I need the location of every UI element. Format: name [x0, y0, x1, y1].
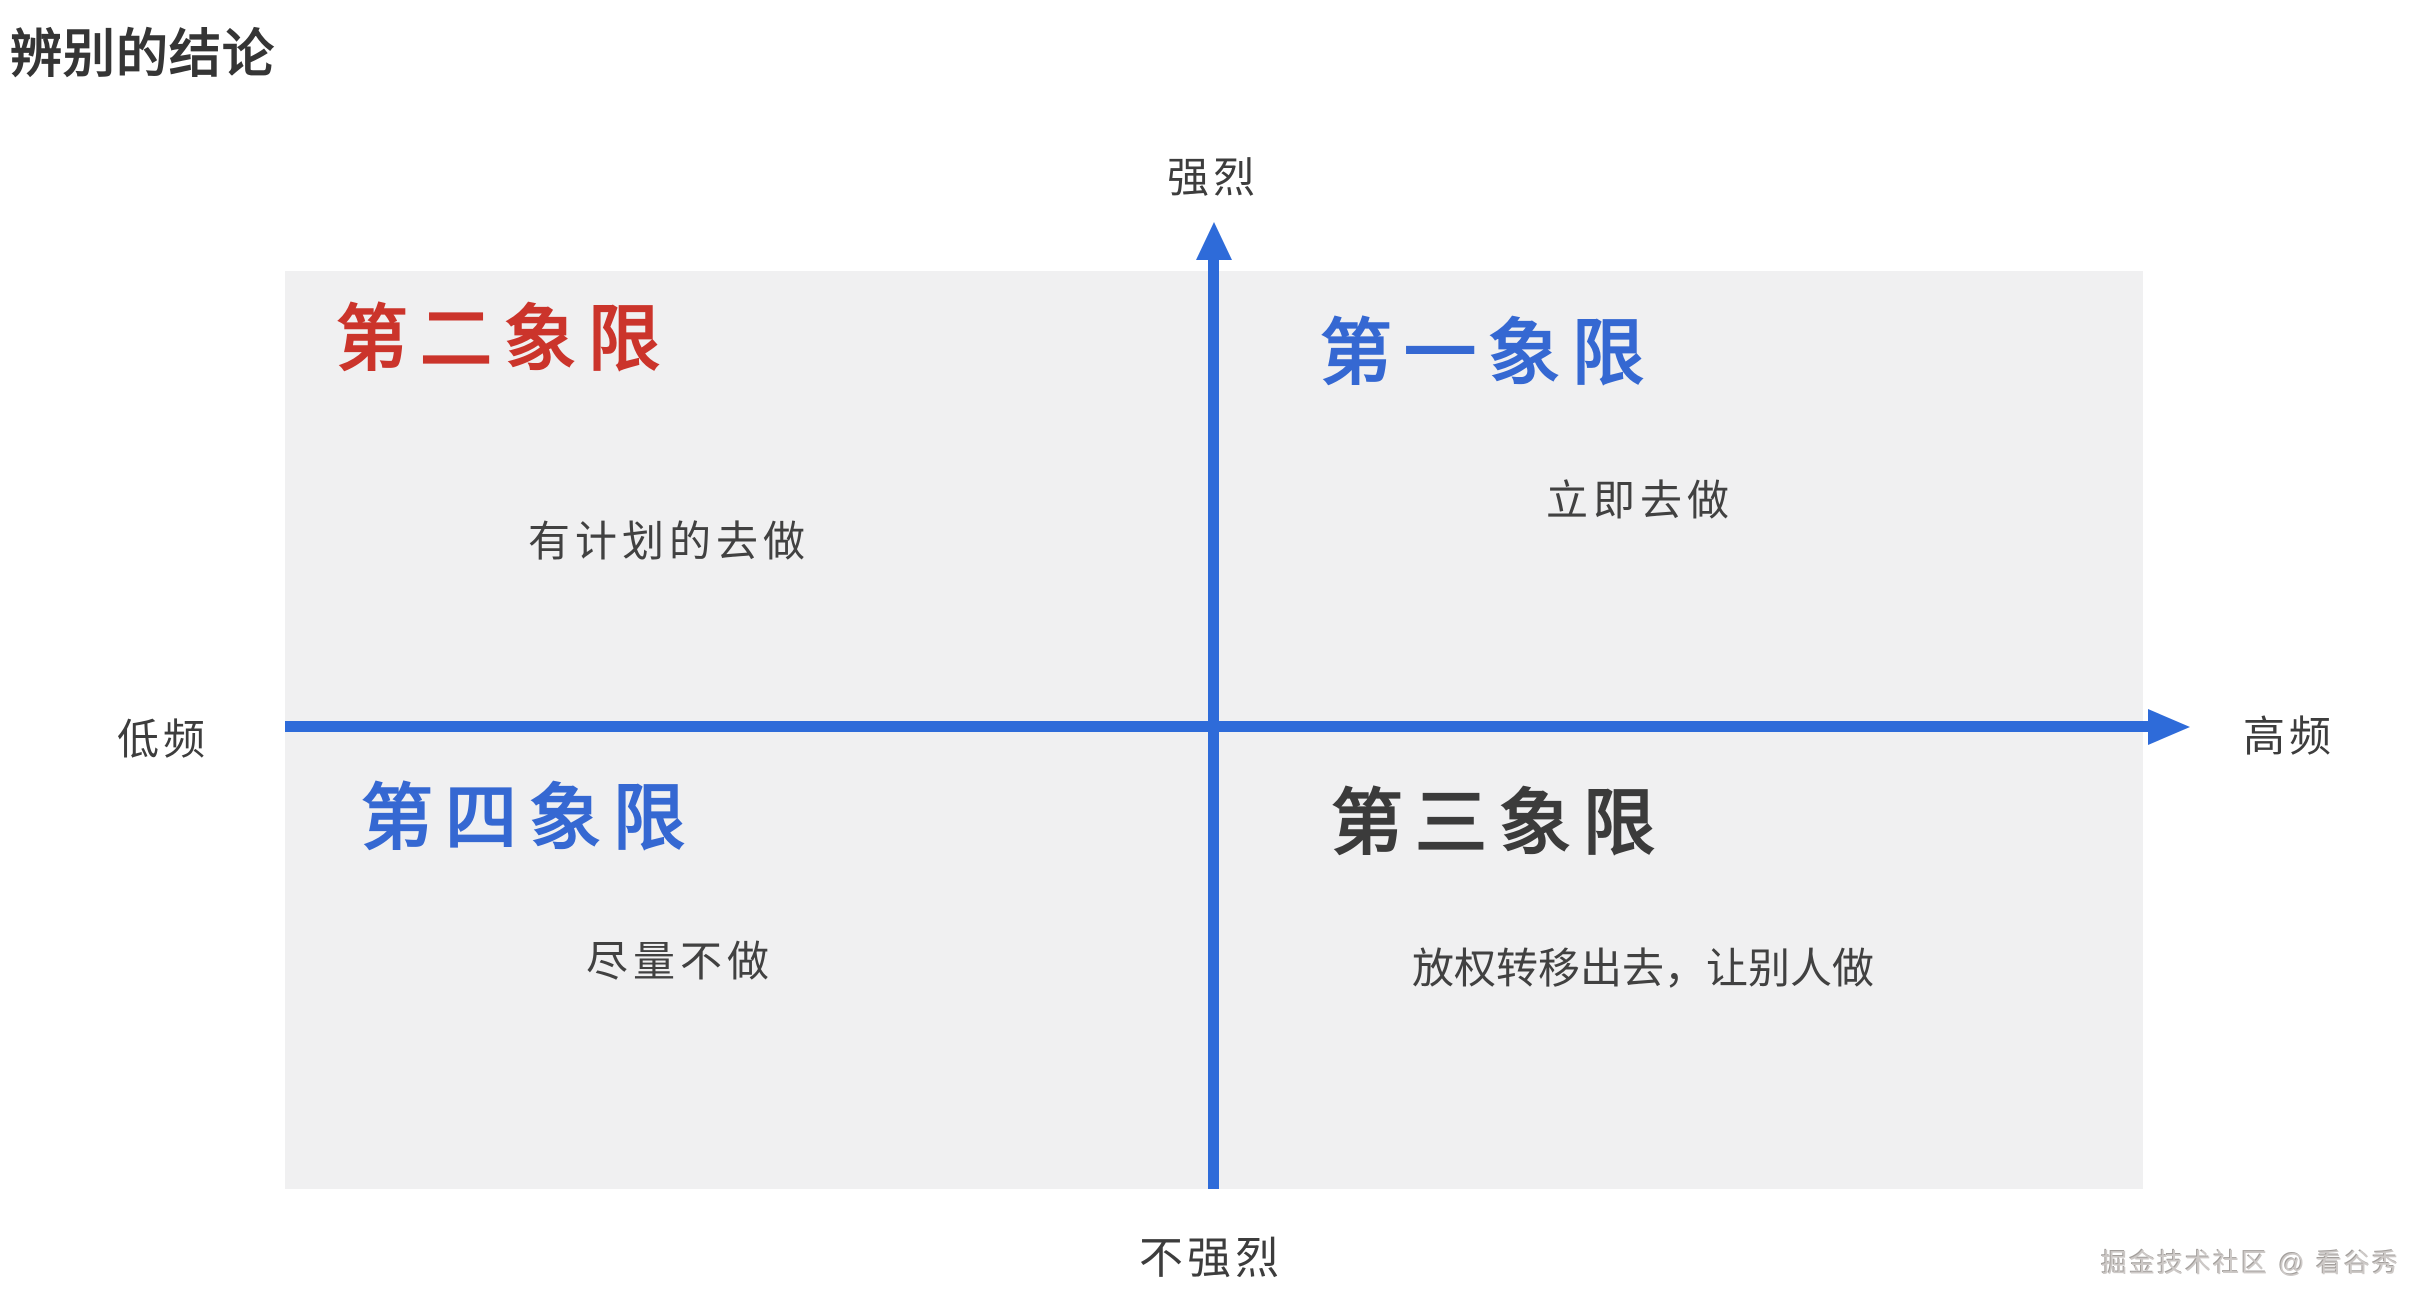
watermark: 掘金技术社区 @ 看谷秀: [2101, 1248, 2400, 1278]
y-axis-line: [1208, 252, 1219, 1189]
quadrant-4-label: 第四象限: [361, 779, 698, 859]
y-axis-bottom-label: 不强烈: [1139, 1234, 1283, 1283]
page-title: 辨别的结论: [10, 26, 276, 84]
quadrant-3-region: 第三象限 放权转移出去，让别人做: [1219, 732, 2143, 1189]
quadrant-1-label: 第一象限: [1320, 314, 1657, 394]
x-axis-right-label: 高频: [2243, 713, 2336, 760]
x-axis-left-label: 低频: [117, 716, 210, 763]
quadrant-1-region: 第一象限 立即去做: [1219, 271, 2143, 721]
quadrant-3-description: 放权转移出去，让别人做: [1412, 945, 1875, 992]
y-axis-top-label: 强烈: [1166, 154, 1260, 201]
quadrant-2-description: 有计划的去做: [528, 518, 811, 565]
quadrant-4-region: 第四象限 尽量不做: [285, 732, 1208, 1189]
quadrant-2-label: 第二象限: [336, 300, 673, 380]
x-axis-line: [285, 721, 2150, 732]
quadrant-1-description: 立即去做: [1546, 477, 1735, 524]
x-axis-arrow-right-icon: [2148, 709, 2190, 745]
y-axis-arrow-up-icon: [1196, 222, 1232, 260]
quadrant-3-label: 第三象限: [1331, 784, 1668, 864]
quadrant-2-region: 第二象限 有计划的去做: [285, 271, 1208, 721]
quadrant-4-description: 尽量不做: [586, 938, 775, 985]
